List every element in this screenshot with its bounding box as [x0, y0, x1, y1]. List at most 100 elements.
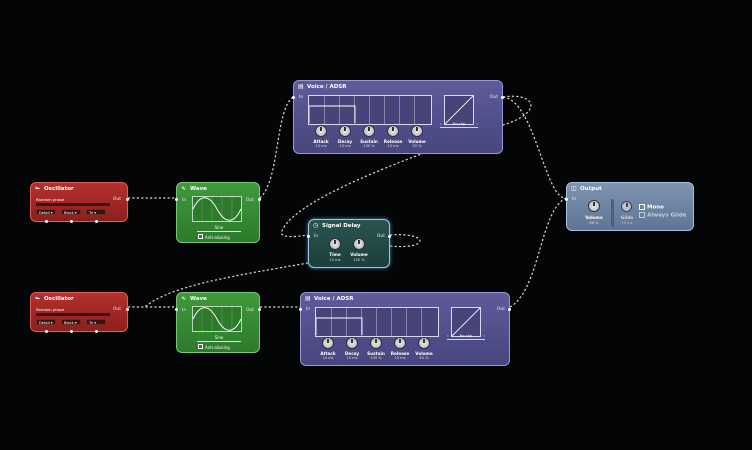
- oscillator-node-2[interactable]: ⏦Oscillator Random phase Detail ▾ Block …: [30, 292, 129, 333]
- node-header[interactable]: ◫Output: [567, 183, 693, 195]
- attack-knob[interactable]: [323, 338, 333, 348]
- node-title: Signal Delay: [322, 223, 361, 229]
- always-glide-label: Always Glide: [647, 212, 687, 219]
- wave-node-2[interactable]: ∿Wave In Out Sine Anti-aliasing: [175, 292, 261, 353]
- in-port[interactable]: [292, 96, 295, 99]
- adsr-node-2[interactable]: ▤Voice / ADSR In Out ‹ No slip › Attack …: [299, 292, 511, 366]
- sustain-knob[interactable]: [371, 338, 381, 348]
- decay-knob[interactable]: [347, 338, 357, 348]
- chevron-left-icon[interactable]: ‹: [447, 333, 449, 338]
- node-header[interactable]: ∿Wave: [177, 183, 259, 195]
- wave-select[interactable]: Sine: [197, 335, 241, 342]
- node-title: Voice / ADSR: [314, 296, 354, 302]
- checkbox-icon: [639, 204, 645, 210]
- attack-value: 10 ms: [315, 144, 327, 148]
- node-header[interactable]: ▤Voice / ADSR: [294, 81, 502, 93]
- block-select[interactable]: Block ▾: [61, 209, 81, 215]
- random-phase-label: Random phase: [36, 307, 65, 312]
- velocity-curve-display: [451, 307, 481, 337]
- random-phase-slider[interactable]: [36, 203, 110, 206]
- anti-aliasing-toggle[interactable]: Anti-aliasing: [198, 344, 230, 350]
- block-select[interactable]: Block ▾: [61, 319, 81, 325]
- checkbox-icon: [198, 234, 203, 239]
- node-title: Wave: [190, 186, 207, 192]
- anti-aliasing-label: Anti-aliasing: [205, 235, 230, 240]
- bottom-port[interactable]: [70, 330, 73, 333]
- glide-value: 10 ms: [621, 221, 633, 225]
- time-value: 10 ms: [329, 258, 341, 262]
- attack-value: 10 ms: [322, 356, 334, 360]
- release-label: Release: [390, 351, 410, 356]
- out-port[interactable]: [126, 198, 129, 201]
- in-port[interactable]: [307, 235, 310, 238]
- volume-knob[interactable]: [419, 338, 429, 348]
- out-port-label: Out: [112, 197, 121, 202]
- wire-adsr1-delay: [280, 124, 504, 238]
- wire-adsr1-loop: [502, 95, 532, 126]
- bottom-port[interactable]: [70, 220, 73, 223]
- attack-knob[interactable]: [316, 126, 326, 136]
- wave-select-label: Sine: [214, 225, 224, 230]
- node-header[interactable]: ∿Wave: [177, 293, 259, 305]
- volume-knob[interactable]: [412, 126, 422, 136]
- decay-knob[interactable]: [340, 126, 350, 136]
- tri-select[interactable]: Tri ▾: [86, 319, 106, 325]
- in-port[interactable]: [175, 308, 178, 311]
- out-port[interactable]: [388, 235, 391, 238]
- time-knob[interactable]: [330, 239, 340, 249]
- volume-knob[interactable]: [589, 201, 599, 211]
- node-header[interactable]: ▤Voice / ADSR: [301, 293, 509, 305]
- glide-label: Glide: [620, 215, 634, 220]
- always-glide-toggle[interactable]: Always Glide: [639, 212, 687, 219]
- oscillator-node-1[interactable]: ⏦Oscillator Random phase Detail ▾ Block …: [30, 182, 129, 223]
- volume-value: 50 %: [419, 356, 429, 360]
- volume-label: Volume: [415, 351, 433, 356]
- bottom-port[interactable]: [45, 330, 48, 333]
- volume-value: 88 %: [589, 221, 599, 225]
- bottom-port[interactable]: [95, 330, 98, 333]
- wave-node-1[interactable]: ∿Wave In Out Sine Anti-aliasing: [175, 182, 261, 243]
- chevron-right-icon[interactable]: ›: [476, 121, 478, 126]
- bottom-port[interactable]: [45, 220, 48, 223]
- mode-selector[interactable]: ‹ No slip ›: [447, 333, 485, 340]
- mono-toggle[interactable]: Mono: [639, 204, 664, 211]
- in-port-label: In: [572, 197, 577, 202]
- node-header[interactable]: ◷Signal Delay: [309, 220, 389, 232]
- waveform-icon: ⏦: [35, 295, 40, 302]
- random-phase-slider[interactable]: [36, 313, 110, 316]
- out-port[interactable]: [258, 198, 261, 201]
- out-port-label: Out: [112, 307, 121, 312]
- output-node[interactable]: ◫Output In Volume 88 % Glide 10 ms Mono …: [565, 182, 694, 231]
- sustain-knob[interactable]: [364, 126, 374, 136]
- node-header[interactable]: ⏦Oscillator: [31, 183, 127, 195]
- wave-select[interactable]: Sine: [197, 225, 241, 232]
- release-knob[interactable]: [395, 338, 405, 348]
- envelope-icon: ▤: [305, 295, 311, 302]
- node-header[interactable]: ⏦Oscillator: [31, 293, 127, 305]
- in-port[interactable]: [565, 198, 568, 201]
- release-knob[interactable]: [388, 126, 398, 136]
- tri-select[interactable]: Tri ▾: [86, 209, 106, 215]
- detail-select[interactable]: Detail ▾: [36, 209, 56, 215]
- chevron-right-icon[interactable]: ›: [483, 333, 485, 338]
- mode-selector[interactable]: ‹ No slip ›: [440, 121, 478, 128]
- in-port[interactable]: [299, 308, 302, 311]
- volume-knob[interactable]: [354, 239, 364, 249]
- signal-delay-node[interactable]: ◷Signal Delay In Out Time 10 ms Volume 1…: [307, 219, 391, 268]
- out-port[interactable]: [501, 96, 504, 99]
- out-port[interactable]: [126, 308, 129, 311]
- chevron-left-icon[interactable]: ‹: [440, 121, 442, 126]
- anti-aliasing-toggle[interactable]: Anti-aliasing: [198, 234, 230, 240]
- velocity-curve-display: [444, 95, 474, 125]
- sine-icon: ∿: [181, 185, 187, 192]
- envelope-icon: ▤: [298, 83, 304, 90]
- out-port[interactable]: [508, 308, 511, 311]
- checkbox-icon: [198, 344, 203, 349]
- detail-select[interactable]: Detail ▾: [36, 319, 56, 325]
- adsr-node-1[interactable]: ▤Voice / ADSR In Out ‹ No slip › Attack …: [292, 80, 504, 154]
- bottom-port[interactable]: [95, 220, 98, 223]
- in-port[interactable]: [175, 198, 178, 201]
- glide-knob[interactable]: [622, 202, 631, 211]
- out-port[interactable]: [258, 308, 261, 311]
